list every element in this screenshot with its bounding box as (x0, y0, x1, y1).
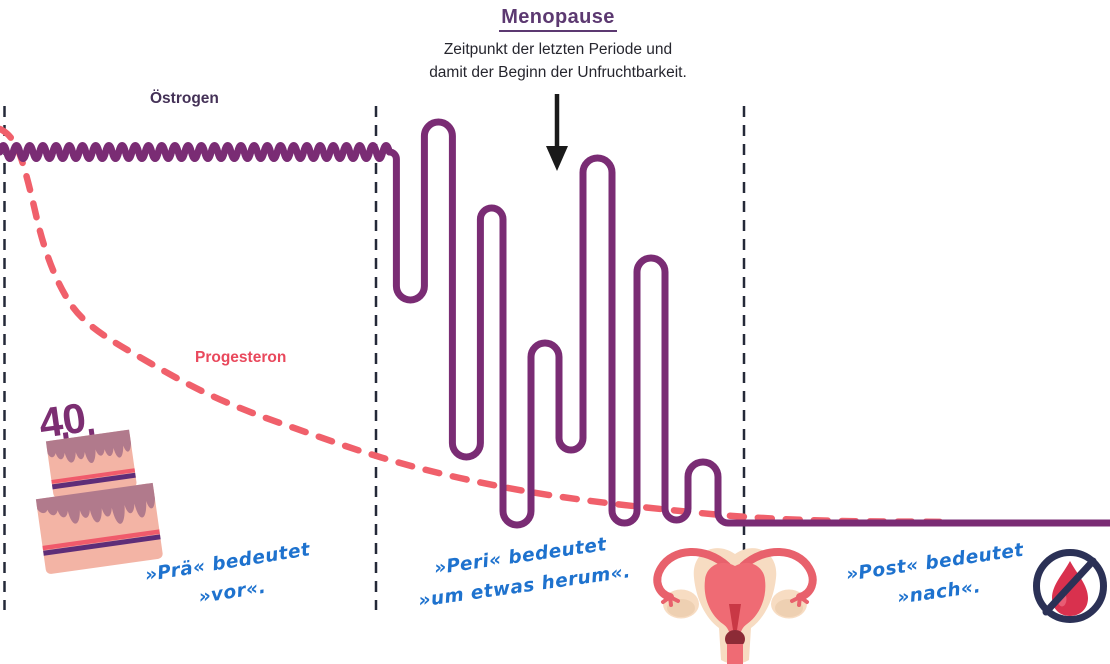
subtitle-line-1: Zeitpunkt der letzten Periode und (443, 41, 673, 58)
birthday-cake-40-icon: 40 (35, 394, 163, 574)
progesterone-label: Progesteron (195, 349, 287, 366)
uterus-icon (653, 548, 817, 664)
subtitle-line-2: damit der Beginn der Unfruchtbarkeit. (429, 64, 687, 82)
estrogen-curve (385, 118, 1110, 529)
progesterone-curve (0, 125, 952, 526)
estrogen-squiggle (0, 142, 393, 162)
menopause-arrow-icon (546, 94, 568, 171)
no-menstruation-icon (1033, 549, 1107, 623)
page-title: Menopause (499, 6, 617, 32)
subtitle: Zeitpunkt der letzten Periode und damit … (348, 38, 768, 85)
estrogen-label: Östrogen (150, 90, 219, 107)
